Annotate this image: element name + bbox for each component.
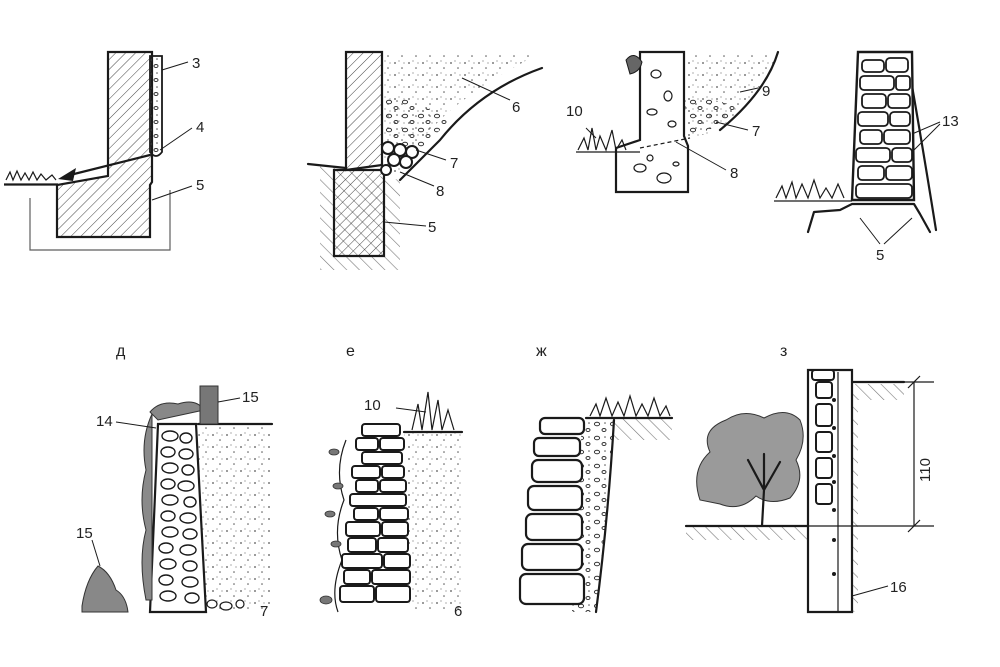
panel-a-drain-pipe [64, 153, 152, 178]
panel-c-gravel [684, 99, 740, 134]
callout-b-8: 8 [436, 183, 444, 200]
panel-c-wall [614, 50, 690, 194]
panel-h: з 110 16 [684, 343, 934, 614]
panel-d-grass [774, 178, 852, 202]
callout-c-8: 8 [730, 165, 738, 182]
callout-a-3: 3 [192, 55, 200, 72]
panel-a-drain [149, 55, 163, 157]
panel-d: 13 5 [774, 50, 959, 264]
panel-f-grass [411, 391, 455, 431]
panel-h-trunk [746, 452, 782, 528]
panel-e-shrub-top [149, 401, 205, 421]
panel-h-ground-left [686, 526, 808, 540]
panel-h-cap [811, 369, 835, 505]
panel-b-drain-stones [380, 141, 419, 176]
panel-d-footing [806, 202, 932, 234]
callout-b-7: 7 [450, 155, 458, 172]
callout-c-10: 10 [566, 103, 583, 120]
panel-h-ground-right [852, 384, 904, 612]
panel-e-stones [158, 430, 200, 604]
panel-a-wall [55, 50, 154, 239]
callout-e-14: 14 [96, 413, 113, 430]
dimension-110: 110 [917, 458, 934, 482]
panel-letter-e: е [346, 343, 355, 360]
panel-b: 6 7 8 5 [306, 50, 544, 270]
panel-g-ground [612, 418, 672, 440]
panel-e-post [199, 385, 219, 425]
callout-b-5: 5 [428, 219, 436, 236]
panel-letter-d: д [116, 343, 126, 360]
callout-d-5: 5 [876, 247, 884, 264]
panel-a-flow-arrow [58, 168, 76, 181]
panel-g-stones [518, 416, 586, 606]
panel-g: ж [518, 343, 674, 614]
callout-e-15-bottom: 15 [76, 525, 93, 542]
callout-f-10: 10 [364, 397, 381, 414]
panel-g-grass [589, 393, 671, 418]
panel-letter-zh: ж [536, 343, 547, 360]
panel-a: 3 4 5 [4, 50, 204, 251]
panel-c-plant [625, 55, 643, 75]
callout-c-7: 7 [752, 123, 760, 140]
panel-e-shrub-bottom [81, 565, 129, 613]
panel-f-vine [334, 439, 347, 613]
panel-f-stones [339, 423, 411, 603]
callout-b-6: 6 [512, 99, 520, 116]
panel-e-vine [141, 413, 153, 601]
callout-a-4: 4 [196, 119, 204, 136]
panel-a-grass [4, 169, 58, 185]
panel-b-backfill [382, 52, 542, 178]
panel-a-ground [29, 190, 171, 251]
callout-f-6: 6 [454, 603, 462, 620]
panel-f: е 10 6 [319, 343, 464, 620]
panel-b-ground [320, 165, 400, 270]
panel-h-shrub [696, 412, 804, 508]
panel-c: 10 9 7 8 [566, 50, 780, 194]
callout-a-5: 5 [196, 177, 204, 194]
callout-e-15-top: 15 [242, 389, 259, 406]
panel-c-grass [576, 127, 640, 153]
callout-d-13: 13 [942, 113, 959, 130]
panel-e: д 15 14 15 7 [76, 343, 274, 620]
panel-e-backfill [198, 424, 272, 612]
panel-letter-z: з [780, 343, 787, 360]
callout-e-7: 7 [260, 603, 268, 620]
panel-f-backfill [404, 432, 462, 612]
callout-c-9: 9 [762, 83, 770, 100]
callout-h-16: 16 [890, 579, 907, 596]
panel-d-stones [855, 57, 913, 199]
panel-b-wall [344, 50, 384, 172]
